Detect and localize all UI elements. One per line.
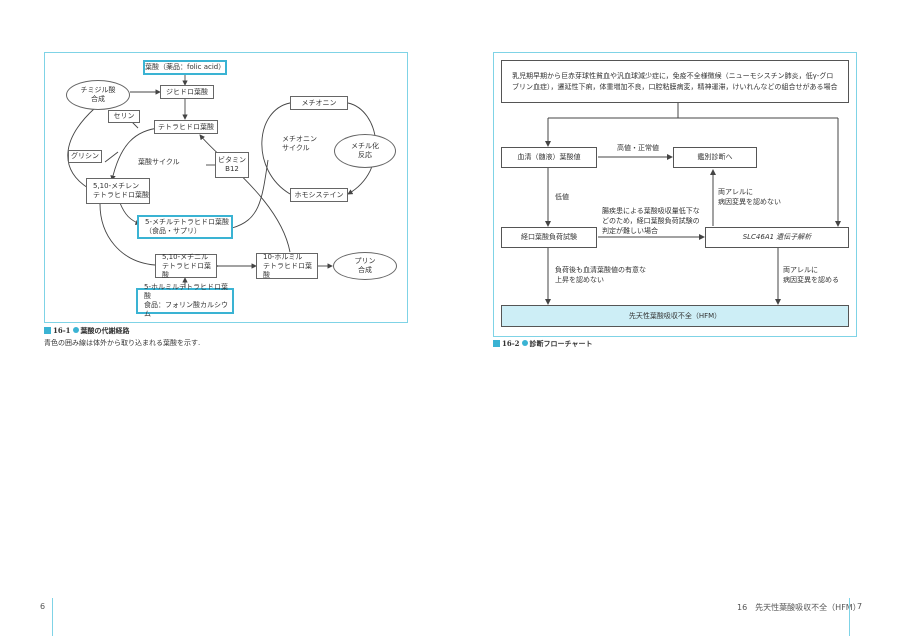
- methylene-thf-box: 5,10-メチレン テトラヒドロ葉酸: [86, 178, 150, 204]
- left-page-number: 6: [40, 602, 46, 611]
- folic-acid-box: 葉酸（薬品：folic acid）: [143, 60, 227, 75]
- formyl10-thf-box: 10-ホルミル テトラヒドロ葉酸: [256, 253, 318, 279]
- serum-folate-box: 血清（髄液）葉酸値: [501, 147, 597, 168]
- purine-synthesis-ellipse: プリン 合成: [333, 252, 397, 280]
- figure-icon: [44, 327, 51, 334]
- methylation-ellipse: メチル化 反応: [334, 134, 396, 168]
- figure-16-1-frame: [44, 52, 408, 323]
- tetrahydrofolate-box: テトラヒドロ葉酸: [154, 120, 218, 134]
- serine-box: セリン: [108, 110, 140, 123]
- figure-title: 診断フローチャート: [529, 340, 593, 348]
- bullet-icon: [521, 340, 528, 346]
- figure-title: 葉酸の代謝経路: [80, 327, 130, 335]
- mutation-label: 両アレルに 病因変異を認める: [783, 266, 839, 284]
- left-footer-rule: [52, 598, 53, 636]
- figure-icon: [493, 340, 500, 347]
- dihydrofolate-box: ジヒドロ葉酸: [160, 85, 214, 99]
- gene-analysis-box: SLC46A1 遺伝子解析: [705, 227, 849, 248]
- vitamin-b12-label: ビタミン B12: [218, 156, 246, 173]
- gene-analysis-label: SLC46A1 遺伝子解析: [742, 233, 812, 241]
- homocysteine-box: ホモシステイン: [290, 188, 348, 202]
- running-title: 16 先天性葉酸吸収不全（HFM）: [737, 603, 861, 612]
- differential-diagnosis-box: 鑑別診断へ: [673, 147, 757, 168]
- right-page-number: 7: [857, 602, 863, 611]
- figure-16-1-caption: 16-1 葉酸の代謝経路: [44, 326, 130, 336]
- glycine-box: グリシン: [68, 150, 102, 163]
- oral-load-test-box: 経口葉酸負荷試験: [501, 227, 597, 248]
- figure-16-1-note: 青色の囲み線は体外から取り込まれる葉酸を示す.: [44, 339, 201, 347]
- methenyl-thf-box: 5,10-メチニル テトラヒドロ葉酸: [155, 253, 217, 279]
- intestinal-disease-label: 腸疾患による葉酸吸収量低下な どのため，経口葉酸負荷試験の 判定が難しい場合: [602, 207, 700, 235]
- high-normal-label: 高値・正常値: [617, 144, 659, 152]
- symptoms-box: 乳児期早期から巨赤芽球性貧血や汎血球減少症に，免疫不全様徴候（ニューモシスチン肺…: [501, 60, 849, 103]
- methionine-box: メチオニン: [290, 96, 348, 110]
- figure-number: 16-2: [502, 339, 520, 348]
- bullet-icon: [72, 327, 79, 333]
- folate-cycle-label: 葉酸サイクル: [138, 158, 180, 166]
- figure-16-2-frame: [493, 52, 857, 337]
- hfm-diagnosis-box: 先天性葉酸吸収不全（HFM）: [501, 305, 849, 327]
- right-footer-rule: [849, 598, 850, 636]
- figure-number: 16-1: [53, 326, 71, 335]
- low-label: 低値: [555, 193, 569, 201]
- methyl-thf-box: 5-メチルテトラヒドロ葉酸 （食品・サプリ）: [137, 215, 233, 239]
- no-rise-label: 負荷後も血清葉酸値の有意な 上昇を認めない: [555, 266, 646, 284]
- figure-16-2-caption: 16-2 診断フローチャート: [493, 339, 592, 349]
- methionine-cycle-label: メチオニン サイクル: [282, 135, 317, 152]
- no-mutation-label: 両アレルに 病因変異を認めない: [718, 188, 781, 206]
- thymidylate-synthesis-ellipse: チミジル酸 合成: [66, 80, 130, 110]
- vitamin-b12-box: ビタミン B12: [215, 152, 249, 178]
